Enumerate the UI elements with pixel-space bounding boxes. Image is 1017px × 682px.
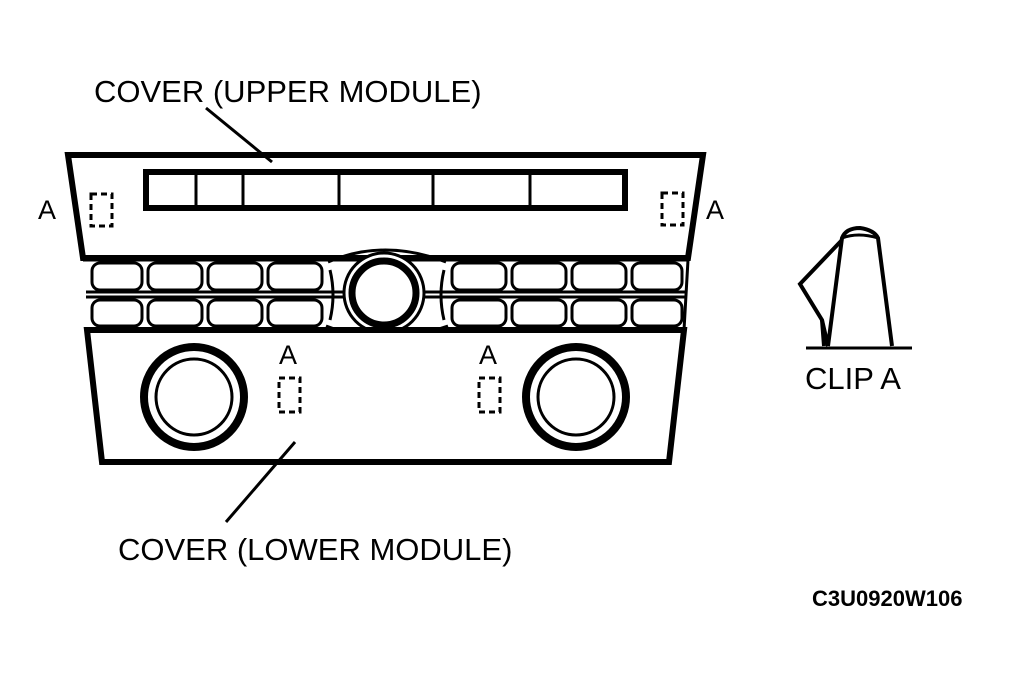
clip-a-label: CLIP A (805, 361, 901, 396)
lower-clip-slot-right (477, 376, 502, 414)
clip-marker-lower-right: A (479, 340, 497, 370)
upper-cover-label: COVER (UPPER MODULE) (94, 74, 482, 109)
right-control-knob (522, 343, 630, 451)
upper-cover-leader-line (205, 106, 273, 164)
center-knob (342, 251, 426, 335)
clip-marker-lower-left: A (279, 340, 297, 370)
clip-a-illustration (797, 225, 912, 350)
upper-module-cover (64, 152, 707, 261)
left-control-knob (140, 343, 248, 451)
clip-marker-upper-right: A (706, 195, 724, 225)
lower-clip-slot-left (277, 376, 302, 414)
lower-cover-label: COVER (LOWER MODULE) (118, 532, 512, 567)
figure-code: C3U0920W106 (812, 586, 962, 611)
lower-cover-leader-line (224, 441, 297, 523)
upper-clip-slot-left (89, 192, 114, 228)
upper-clip-slot-right (660, 191, 685, 227)
clip-marker-upper-left: A (38, 195, 56, 225)
